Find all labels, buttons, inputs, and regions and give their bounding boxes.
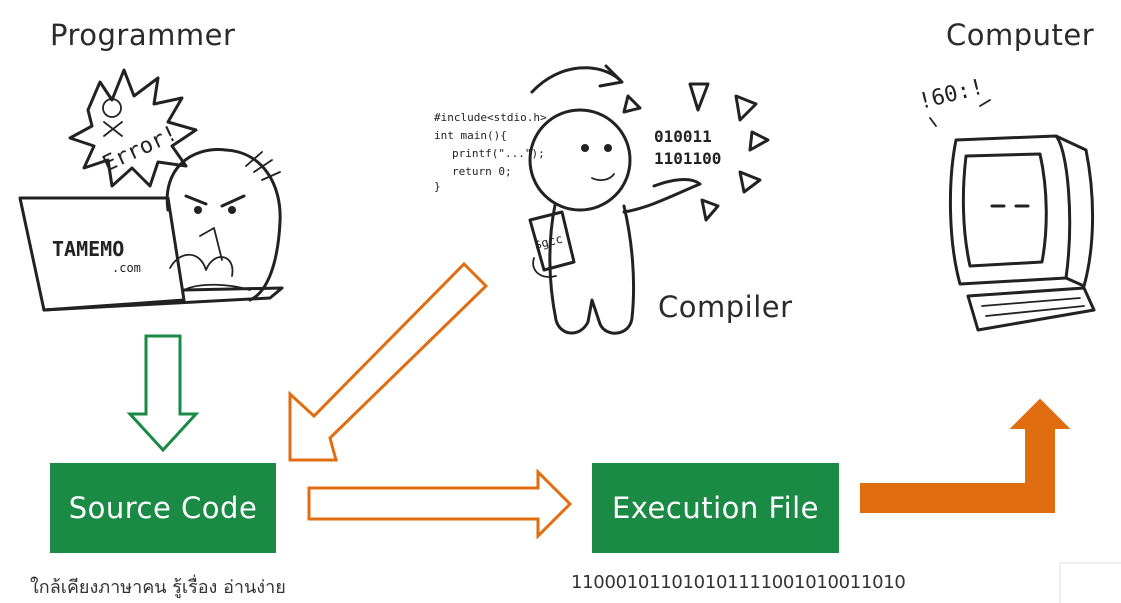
corner-box	[1059, 562, 1121, 603]
curved-arrow-icon	[530, 66, 622, 94]
svg-text:printf("...");: printf("...");	[452, 147, 545, 160]
gcc-card-text: $gcc	[533, 232, 564, 253]
source-code-box: Source Code	[50, 463, 276, 553]
error-burst-icon	[68, 68, 198, 188]
programmer-face	[165, 148, 282, 302]
programmer-title: Programmer	[50, 18, 236, 52]
svg-text:}: }	[434, 180, 441, 193]
orange-right-arrow	[307, 468, 573, 540]
programmer-sketch: Error! TAMEMO .com	[18, 68, 284, 312]
code-snippet: #include<stdio.h> int main(){ printf("..…	[434, 111, 547, 193]
execution-file-label: Execution File	[611, 491, 820, 525]
keyboard-icon	[966, 286, 1096, 332]
svg-text:#include<stdio.h>: #include<stdio.h>	[434, 111, 547, 124]
skull-icon	[102, 98, 122, 118]
sparkle-marks	[622, 82, 770, 222]
gcc-card-icon	[528, 210, 576, 272]
laptop-domain-text: .com	[112, 261, 141, 275]
laptop-brand-text: TAMEMO	[52, 237, 124, 261]
compiler-title: Compiler	[658, 290, 793, 324]
source-caption: ใกล้เคียงภาษาคน รู้เรื่อง อ่านง่าย	[30, 577, 286, 598]
svg-text:return 0;: return 0;	[452, 165, 512, 178]
binary-text-1: 010011	[654, 127, 712, 146]
svg-text:int main(){: int main(){	[434, 129, 507, 142]
binary-caption: 110001011010101111001010011010	[571, 572, 906, 593]
computer-thought-text: !60:!	[916, 75, 986, 115]
execution-file-box: Execution File	[592, 463, 839, 553]
green-down-arrow	[126, 334, 200, 453]
compiler-body	[548, 203, 636, 335]
compiler-sketch: #include<stdio.h> int main(){ printf("..…	[434, 64, 770, 335]
compiler-head	[528, 108, 632, 212]
computer-title: Computer	[946, 18, 1095, 52]
source-code-label: Source Code	[68, 491, 258, 525]
orange-diagonal-arrow	[288, 261, 489, 462]
computer-sketch: !60:!	[916, 75, 1096, 332]
laptop-icon	[18, 196, 186, 312]
binary-text-2: 1101100	[654, 149, 721, 168]
orange-bent-arrow	[860, 398, 1071, 513]
